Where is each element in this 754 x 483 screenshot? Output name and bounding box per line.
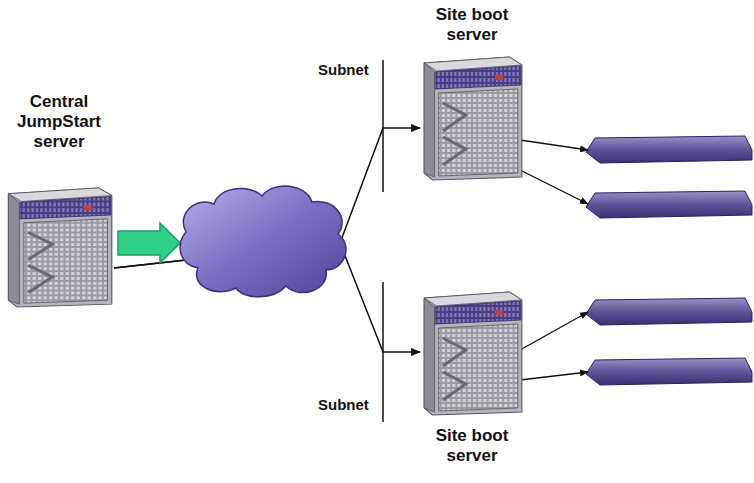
link-arrow [520, 140, 588, 380]
subnet-bus [382, 282, 384, 422]
subnet-label: Subnet [316, 61, 371, 79]
server-picture [4, 184, 114, 308]
server-node: Site boot server [420, 5, 524, 181]
server-node: Site boot server [420, 288, 524, 466]
server-name: Central JumpStart server [4, 92, 114, 152]
server-illustration [420, 288, 524, 416]
server-name: Site boot server [420, 426, 524, 466]
server-illustration [420, 53, 524, 181]
network-cloud [180, 186, 346, 297]
rack-server [586, 136, 752, 385]
server-picture [420, 288, 524, 416]
subnet-bus [382, 60, 384, 192]
block-arrow [118, 223, 180, 263]
server-illustration [4, 184, 114, 308]
subnet-label: Subnet [316, 396, 371, 414]
server-node: Central JumpStart server [4, 92, 114, 308]
server-picture [420, 53, 524, 181]
server-name: Site boot server [420, 5, 524, 45]
